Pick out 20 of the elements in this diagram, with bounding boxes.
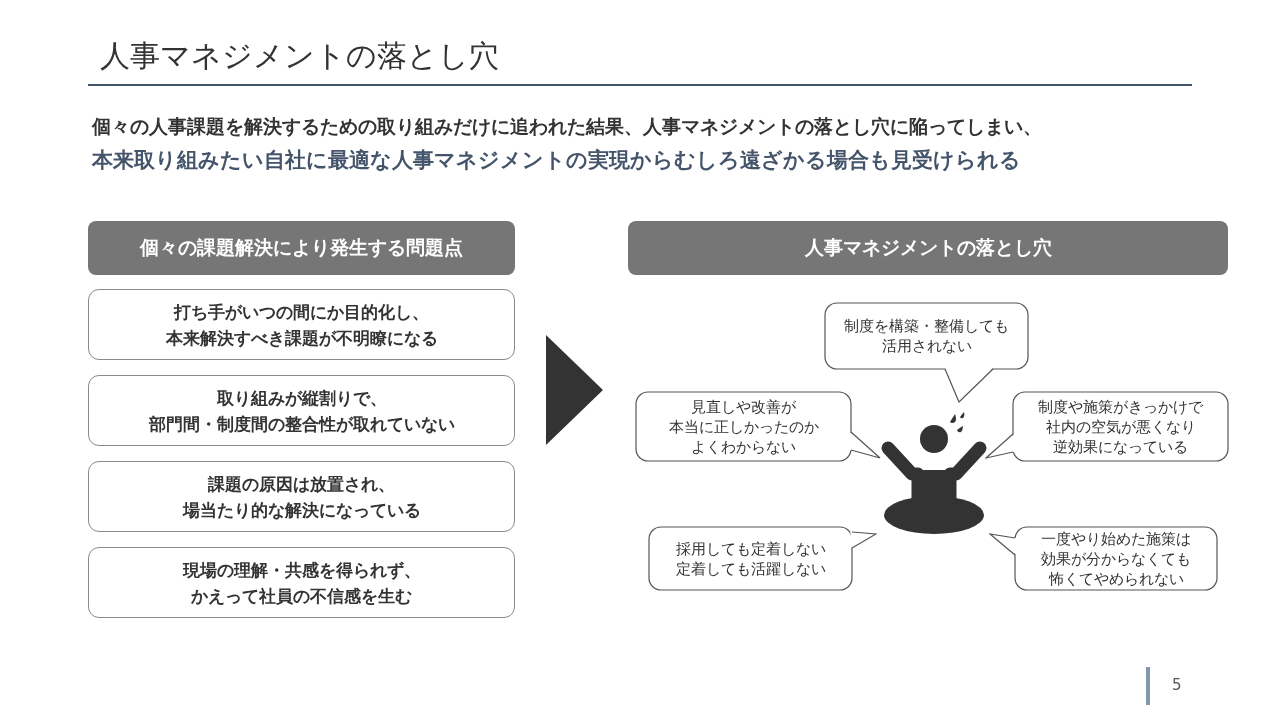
lead-text: 個々の人事課題を解決するための取り組みだけに追われた結果、人事マネジメントの落とし穴に陥ってしまい、: [92, 114, 1042, 139]
bubble-text: 見直しや改善が本当に正しかったのかよくわからない: [667, 397, 820, 457]
slide-title: 人事マネジメントの落とし穴: [100, 37, 499, 75]
bubble-text: 採用しても定着しない定着しても活躍しない: [674, 539, 827, 579]
bubble-text: 一度やり始めた施策は効果が分からなくても怖くてやめられない: [1040, 529, 1192, 589]
bubble-text: 制度を構築・整備しても活用されない: [843, 317, 1010, 356]
bubble-text: 制度や施策がきっかけで社内の空気が悪くなり逆効果になっている: [1037, 397, 1204, 457]
speech-bubble: [824, 302, 1029, 403]
problem-box: 現場の理解・共感を得られず、かえって社員の不信感を生む: [88, 547, 515, 618]
page-number: 5: [1172, 676, 1182, 694]
problem-box: 課題の原因は放置され、場当たり的な解決になっている: [88, 461, 515, 532]
problem-box: 取り組みが縦割りで、部門間・制度間の整合性が取れていない: [88, 375, 515, 446]
problem-box: 打ち手がいつの間にか目的化し、本来解決すべき課題が不明瞭になる: [88, 289, 515, 360]
speech-bubble: [635, 391, 881, 462]
section-header: 個々の課題解決により発生する問題点: [88, 221, 515, 275]
speech-bubble: [648, 526, 877, 591]
speech-bubble: [989, 526, 1218, 591]
lead-text: 本来取り組みたい自社に最適な人事マネジメントの実現からむしろ遠ざかる場合も見受けられる: [92, 147, 1021, 174]
section-header: 人事マネジメントの落とし穴: [628, 221, 1228, 275]
speech-bubble: [985, 391, 1229, 462]
